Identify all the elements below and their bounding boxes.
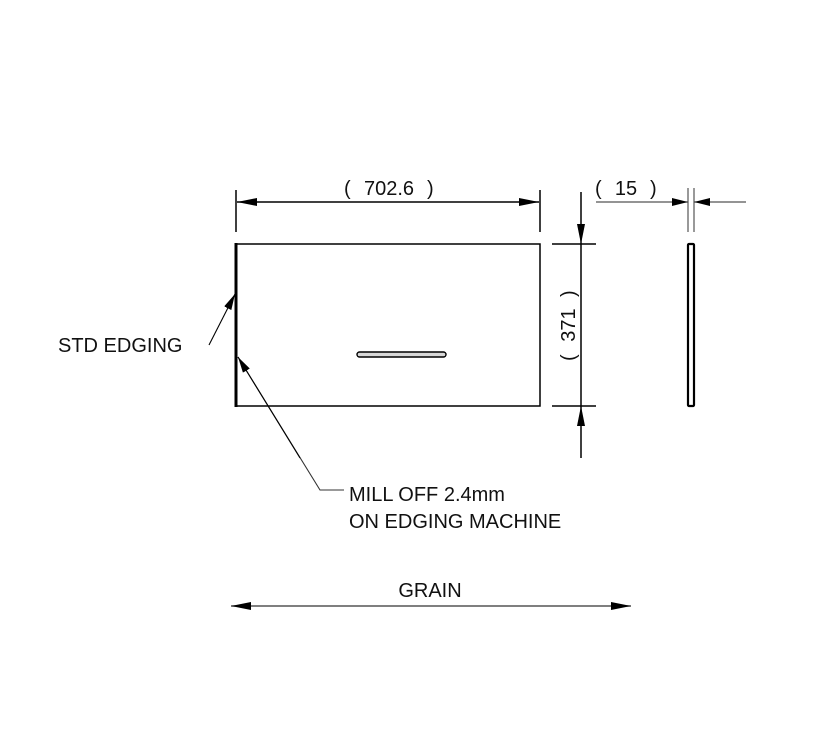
height-dimension: ( 371 ) xyxy=(552,192,596,458)
thickness-value: 15 xyxy=(615,178,637,200)
paren-open: ( xyxy=(344,178,351,200)
mill-off-leader xyxy=(237,356,344,491)
side-profile xyxy=(686,242,696,408)
mill-off-line1: MILL OFF 2.4mm xyxy=(349,484,505,506)
thickness-dimension: ( 15 ) xyxy=(595,178,746,232)
std-edging-note: STD EDGING xyxy=(58,293,236,357)
paren-open: ( xyxy=(595,178,602,200)
mill-off-line2: ON EDGING MACHINE xyxy=(349,511,561,533)
front-view-panel xyxy=(234,243,541,407)
grain-indicator: GRAIN xyxy=(231,580,631,610)
paren-close: ) xyxy=(650,178,657,200)
grain-label: GRAIN xyxy=(398,580,461,602)
paren-open: ( xyxy=(558,354,580,361)
paren-close: ) xyxy=(558,290,580,297)
side-view-panel xyxy=(686,242,696,408)
mill-off-arrow xyxy=(237,356,301,459)
panel-outline xyxy=(235,243,541,407)
width-value: 702.6 xyxy=(364,178,414,200)
mill-off-note: MILL OFF 2.4mm ON EDGING MACHINE xyxy=(237,356,561,533)
std-edging-leader xyxy=(208,293,236,346)
paren-close: ) xyxy=(427,178,434,200)
handle-slot xyxy=(356,351,447,358)
width-dimension: ( 702.6 ) xyxy=(235,178,541,232)
std-edging-label: STD EDGING xyxy=(58,335,182,357)
height-value: 371 xyxy=(558,308,580,341)
